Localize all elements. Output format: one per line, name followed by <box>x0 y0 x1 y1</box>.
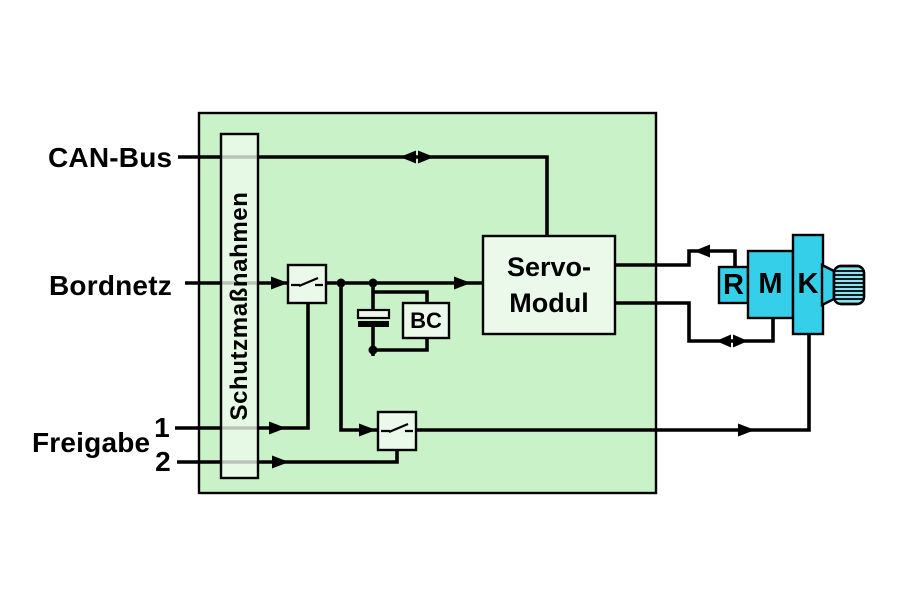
junction-dot <box>368 278 378 288</box>
bordnetz-label: Bordnetz <box>49 270 172 301</box>
sensor-r-label: R <box>723 268 744 301</box>
arrow-right-icon <box>738 423 755 437</box>
wire-bordnetz-branch-to-k <box>339 283 811 432</box>
double-arrow-left-icon <box>400 150 416 164</box>
capacitor-icon <box>356 308 391 327</box>
servo-module-box <box>481 234 617 336</box>
freigabe-pin2-label: 2 <box>155 446 171 477</box>
can-bus-label: CAN-Bus <box>48 142 173 173</box>
wire-freigabe-1 <box>175 302 310 430</box>
protection-bar-box <box>219 132 260 480</box>
arrow-right-icon <box>454 276 471 290</box>
capacitor-bottom-plate <box>358 321 389 327</box>
arrow-left-icon <box>694 244 710 258</box>
knurled-shaft-icon <box>832 264 866 306</box>
sensor-r-box <box>717 265 750 305</box>
servo-module-label-line1: Servo- <box>506 252 592 282</box>
wire-motor <box>616 301 775 343</box>
bc-box <box>401 301 451 340</box>
shaft-collar <box>820 263 836 307</box>
arrow-right-icon <box>269 421 286 435</box>
double-arrow-right-icon <box>418 150 434 164</box>
servo-module-label: Servo- Modul <box>483 236 615 334</box>
arrow-right-icon <box>271 276 288 290</box>
protection-bar-label: Schutzmaßnahmen <box>226 191 253 421</box>
bc-label: BC <box>410 307 442 333</box>
arrow-right-icon <box>272 455 289 469</box>
arrow-right-icon <box>359 423 376 437</box>
double-arrow-left-icon <box>716 334 731 348</box>
capacitor-top-plate <box>356 308 391 320</box>
coupling-k-label: K <box>797 268 819 300</box>
switch-icon <box>291 276 323 288</box>
freigabe-pin1-label: 1 <box>154 412 170 443</box>
junction-dot <box>368 345 378 355</box>
switch-icon <box>381 422 413 434</box>
junction-dot <box>336 278 346 288</box>
freigabe-label: Freigabe <box>32 427 151 458</box>
wire-can-bus <box>178 155 549 238</box>
motor-m-label: M <box>758 268 783 300</box>
motor-m-box <box>746 249 795 320</box>
servo-module-label-line2: Modul <box>509 288 589 318</box>
double-arrow-right-icon <box>733 334 748 348</box>
arrowhead-group <box>269 150 755 469</box>
wire-sensor-feedback <box>616 249 737 268</box>
